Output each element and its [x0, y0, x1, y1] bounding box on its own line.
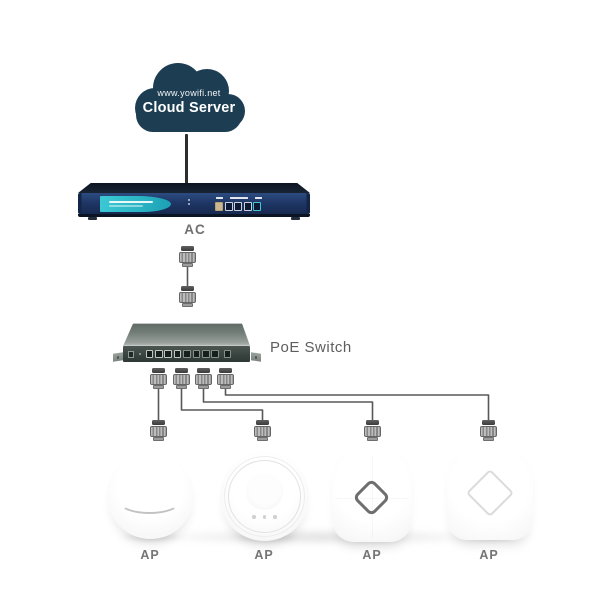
ap-outer-ring	[224, 456, 305, 537]
access-point-square-dark-diamond	[332, 454, 412, 542]
ap-led-dots	[220, 515, 309, 519]
ap-label: AP	[254, 548, 274, 562]
ac-port-label-mark	[216, 197, 223, 199]
rj45-connector-icon	[254, 420, 271, 441]
ac-port-label-mark	[255, 197, 262, 199]
ac-brand-subtext-mark	[109, 205, 143, 207]
access-point-round-smile	[107, 452, 194, 539]
switch-mount-ear-left	[113, 352, 123, 362]
ethernet-port-icon	[192, 350, 201, 358]
ethernet-port-icon	[154, 350, 163, 358]
cloud-server-title: Cloud Server	[142, 100, 236, 116]
ap-label: AP	[140, 548, 160, 562]
poe-switch-label: PoE Switch	[270, 339, 352, 356]
rj45-connector-icon	[150, 420, 167, 441]
ethernet-port-icon	[173, 350, 182, 358]
ethernet-port-icon	[145, 350, 154, 358]
ac-foot-right	[291, 217, 300, 220]
ac-port-block	[215, 197, 265, 213]
cloud-url-text: www.yowifi.net	[157, 88, 221, 98]
ap-label: AP	[479, 548, 499, 562]
rj45-connector-icon	[480, 420, 497, 441]
antenna-icon	[185, 134, 188, 184]
ethernet-port-icon	[215, 201, 223, 211]
rj45-connector-icon	[173, 368, 190, 389]
rj45-connector-icon	[150, 368, 167, 389]
ethernet-port-icon	[223, 350, 232, 358]
ethernet-port-icon	[211, 350, 219, 358]
ethernet-port-icon	[164, 350, 172, 358]
ac-controller-device	[78, 183, 310, 221]
diamond-icon	[465, 468, 515, 518]
ethernet-port-icon	[183, 350, 191, 358]
switch-top-face	[123, 323, 251, 346]
ethernet-port-icon	[234, 201, 243, 211]
ac-foot-left	[88, 217, 97, 220]
ac-led-indicators	[188, 199, 190, 208]
ap-center-hub	[246, 473, 283, 510]
switch-front-edge-highlight	[123, 344, 250, 346]
cloud-label-block: www.yowifi.net Cloud Server	[128, 88, 250, 116]
ethernet-port-icon	[243, 201, 252, 211]
ap-label: AP	[362, 548, 382, 562]
ethernet-port-icon	[224, 201, 233, 211]
ac-top-face	[78, 183, 310, 193]
cloud-icon	[135, 63, 245, 132]
switch-led-icon	[138, 353, 141, 355]
switch-mount-ear-right	[251, 352, 261, 362]
poe-switch-device	[113, 320, 261, 368]
access-point-round-ring	[220, 452, 309, 541]
rj45-connector-icon	[179, 246, 196, 267]
ac-label: AC	[184, 222, 206, 237]
switch-console-port-icon	[128, 350, 134, 358]
ac-brand-text-mark	[109, 200, 153, 203]
ap-inner-ring	[228, 460, 301, 533]
ethernet-port-icon	[201, 350, 210, 358]
rj45-connector-icon	[195, 368, 212, 389]
diamond-icon	[352, 478, 391, 517]
ethernet-port-icon	[253, 201, 262, 211]
ac-ethernet-ports	[215, 201, 262, 211]
access-point-square-light-diamond	[447, 454, 533, 540]
ac-port-label-mark	[230, 197, 248, 199]
smile-arc-icon	[119, 490, 180, 514]
ac-brand-swoosh	[100, 196, 171, 212]
rj45-connector-icon	[217, 368, 234, 389]
floor-shadow	[92, 526, 552, 548]
rj45-connector-icon	[179, 286, 196, 307]
rj45-connector-icon	[364, 420, 381, 441]
switch-ethernet-ports	[128, 350, 232, 359]
ac-base-strip	[78, 214, 310, 217]
